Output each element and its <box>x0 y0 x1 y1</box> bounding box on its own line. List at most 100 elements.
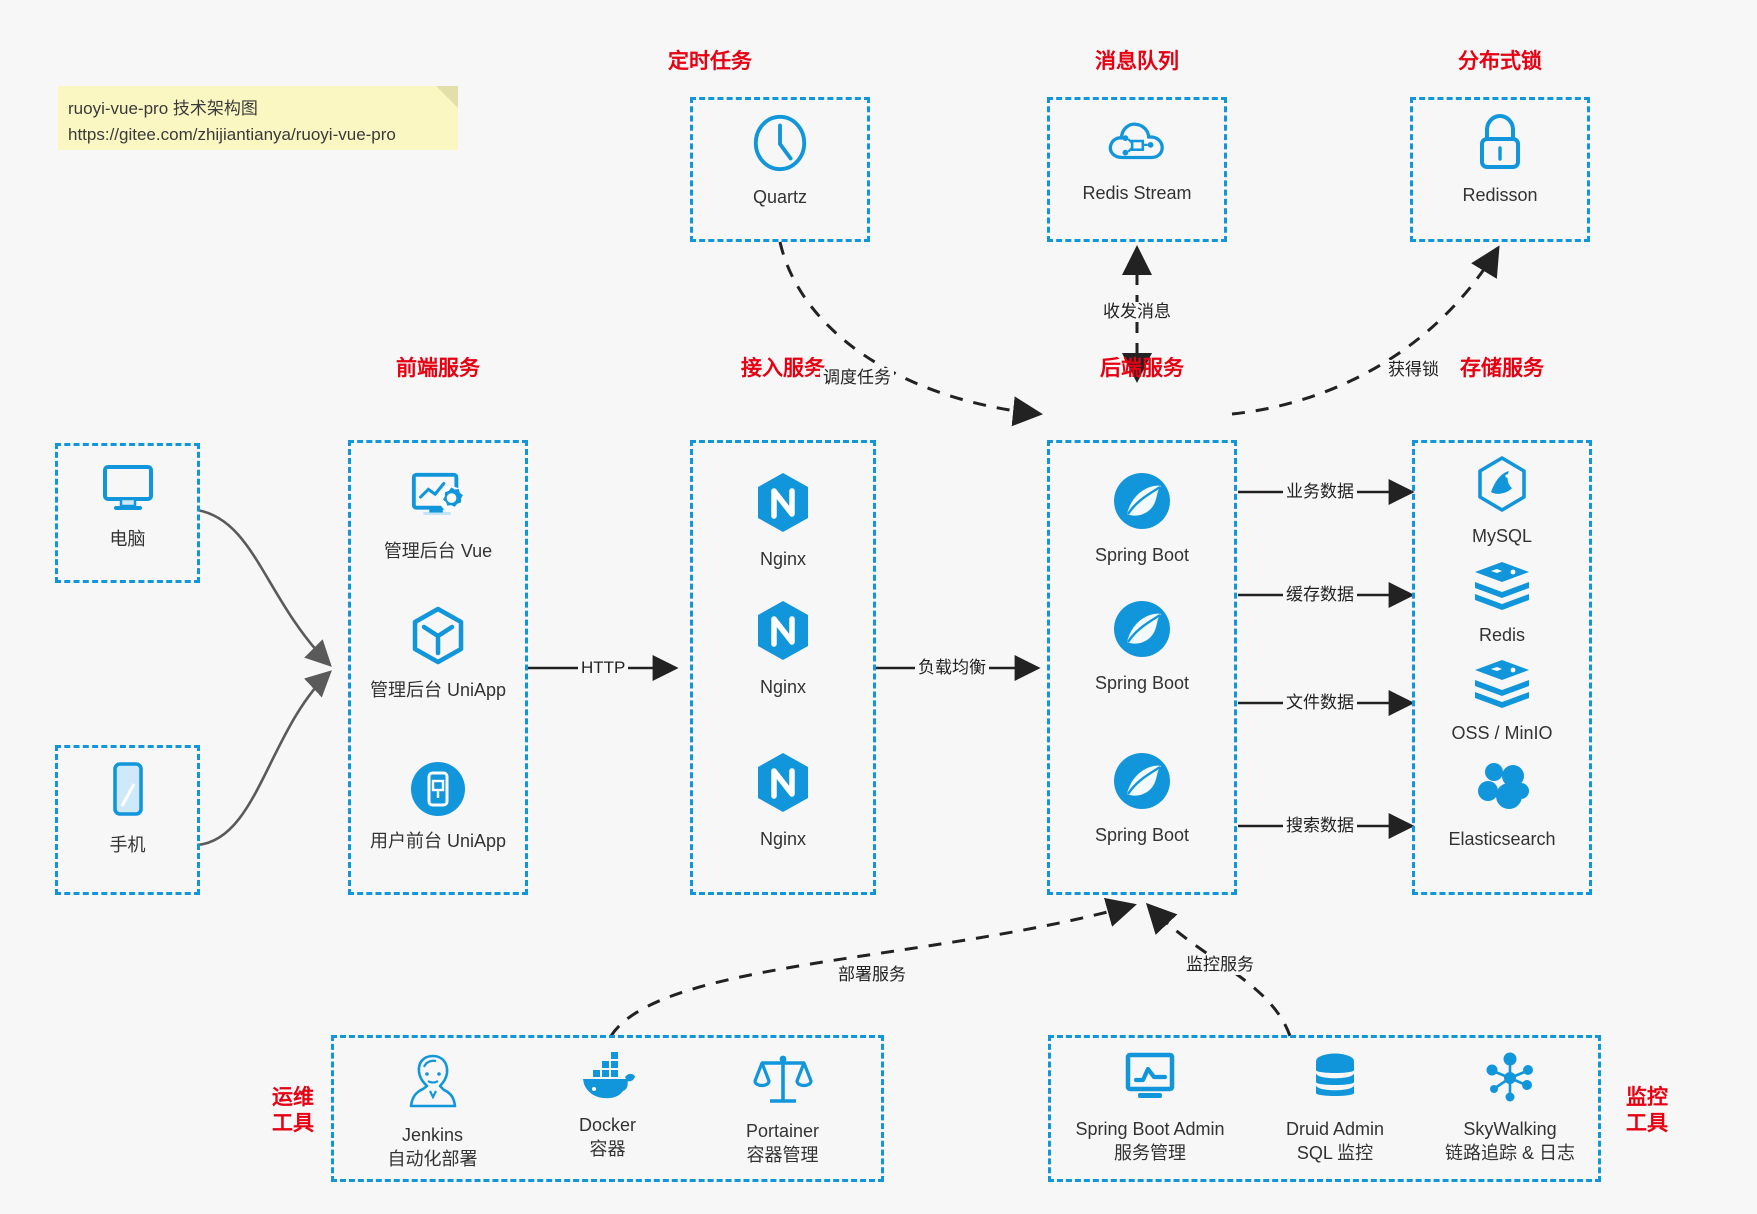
node-mobile[interactable]: 手机 <box>55 760 200 857</box>
group-title-scheduler: 定时任务 <box>668 50 752 73</box>
node-label-user-uniapp: 用户前台 UniApp <box>369 831 507 851</box>
edge-label-send-receive-message: 收发消息 <box>1100 302 1174 322</box>
node-label-spring-boot-2: Spring Boot <box>1094 673 1190 693</box>
edge-label-schedule-task: 调度任务 <box>820 368 894 388</box>
node-sublabel-druid-admin: SQL 监控 <box>1296 1143 1374 1163</box>
node-nginx-2[interactable]: Nginx <box>690 598 876 699</box>
group-title-storage: 存储服务 <box>1460 357 1544 380</box>
node-redis-stream[interactable]: Redis Stream <box>1047 112 1227 205</box>
node-jenkins[interactable]: Jenkins 自动化部署 <box>345 1050 520 1171</box>
node-user-uniapp[interactable]: 用户前台 UniApp <box>348 760 528 853</box>
oss-minio-icon <box>1412 658 1592 715</box>
spring-boot-icon <box>1047 470 1237 537</box>
node-admin-uniapp[interactable]: 管理后台 UniApp <box>348 605 528 702</box>
node-redis[interactable]: Redis <box>1412 560 1592 647</box>
node-nginx-1[interactable]: Nginx <box>690 470 876 571</box>
node-label-mobile: 手机 <box>109 835 146 855</box>
group-title-monitor-line2: 工具 <box>1626 1112 1668 1135</box>
group-title-frontend: 前端服务 <box>396 357 480 380</box>
group-box-frontend <box>348 440 528 895</box>
node-label-portainer: Portainer <box>745 1121 820 1141</box>
mysql-icon <box>1412 455 1592 518</box>
node-skywalking[interactable]: SkyWalking 链路追踪 & 日志 <box>1420 1050 1600 1165</box>
node-sublabel-portainer: 容器管理 <box>746 1145 819 1165</box>
docker-icon <box>520 1050 695 1107</box>
group-box-mq <box>1047 97 1227 242</box>
node-label-nginx-1: Nginx <box>759 549 807 569</box>
elasticsearch-icon <box>1412 760 1592 821</box>
node-label-admin-uniapp: 管理后台 UniApp <box>369 680 507 700</box>
node-spring-boot-1[interactable]: Spring Boot <box>1047 470 1237 567</box>
group-title-devops: 运维 工具 <box>258 1085 328 1137</box>
edge-quartz-to-backend <box>778 241 1043 427</box>
group-box-storage <box>1412 440 1592 895</box>
cube-uniapp-icon <box>348 605 528 672</box>
edge-label-cache-data: 缓存数据 <box>1283 585 1357 605</box>
node-desktop[interactable]: 电脑 <box>55 460 200 551</box>
node-portainer[interactable]: Portainer 容器管理 <box>695 1050 870 1167</box>
edge-label-deploy-service: 部署服务 <box>835 965 909 985</box>
node-spring-boot-admin[interactable]: Spring Boot Admin 服务管理 <box>1055 1050 1245 1165</box>
node-label-admin-vue: 管理后台 Vue <box>383 541 493 561</box>
mobile-icon <box>55 760 200 827</box>
node-admin-vue[interactable]: 管理后台 Vue <box>348 470 528 563</box>
group-title-mq: 消息队列 <box>1095 50 1179 73</box>
jenkins-icon <box>345 1050 520 1117</box>
node-label-jenkins: Jenkins <box>401 1125 464 1145</box>
group-box-backend <box>1047 440 1237 895</box>
node-label-docker: Docker <box>578 1115 636 1135</box>
group-title-backend: 后端服务 <box>1100 357 1184 380</box>
group-title-devops-line2: 工具 <box>272 1112 314 1135</box>
edge-mobile-to-frontend <box>196 670 332 847</box>
group-box-devops <box>331 1035 884 1182</box>
node-label-spring-boot-1: Spring Boot <box>1094 545 1190 565</box>
node-label-nginx-2: Nginx <box>759 677 807 697</box>
group-box-lock <box>1410 97 1590 242</box>
cloud-stream-icon <box>1047 112 1227 175</box>
group-title-monitor-line1: 监控 <box>1626 1086 1668 1109</box>
node-label-redis-stream: Redis Stream <box>1082 183 1192 203</box>
group-box-desktop <box>55 443 200 583</box>
node-label-spring-boot-3: Spring Boot <box>1094 825 1190 845</box>
spring-boot-icon <box>1047 750 1237 817</box>
node-label-mysql: MySQL <box>1471 526 1532 546</box>
node-redisson[interactable]: Redisson <box>1410 112 1590 207</box>
edge-label-file-data: 文件数据 <box>1283 693 1357 713</box>
edge-backend-to-lock <box>1231 245 1500 416</box>
node-label-oss-minio: OSS / MinIO <box>1451 723 1553 743</box>
desktop-icon <box>55 460 200 521</box>
group-title-devops-line1: 运维 <box>272 1086 314 1109</box>
nginx-icon <box>690 598 876 669</box>
note-title: ruoyi-vue-pro 技术架构图 <box>68 99 258 118</box>
database-icon <box>1250 1050 1420 1111</box>
portainer-icon <box>695 1050 870 1113</box>
group-title-lock: 分布式锁 <box>1458 50 1542 73</box>
clock-icon <box>690 112 870 179</box>
group-box-mobile <box>55 745 200 895</box>
node-label-elasticsearch: Elasticsearch <box>1448 829 1556 849</box>
node-elasticsearch[interactable]: Elasticsearch <box>1412 760 1592 851</box>
lock-icon <box>1410 112 1590 177</box>
spring-boot-icon <box>1047 598 1237 665</box>
edge-label-monitor-service: 监控服务 <box>1183 955 1257 975</box>
node-quartz[interactable]: Quartz <box>690 112 870 209</box>
mobile-app-icon <box>348 760 528 823</box>
redis-icon <box>1412 560 1592 617</box>
nginx-icon <box>690 470 876 541</box>
node-mysql[interactable]: MySQL <box>1412 455 1592 548</box>
edge-label-acquire-lock: 获得锁 <box>1385 360 1442 380</box>
node-nginx-3[interactable]: Nginx <box>690 750 876 851</box>
node-label-nginx-3: Nginx <box>759 829 807 849</box>
node-label-druid-admin: Druid Admin <box>1285 1119 1385 1139</box>
node-docker[interactable]: Docker 容器 <box>520 1050 695 1161</box>
node-spring-boot-2[interactable]: Spring Boot <box>1047 598 1237 695</box>
edge-desktop-to-frontend <box>196 508 332 667</box>
nginx-icon <box>690 750 876 821</box>
node-sublabel-skywalking: 链路追踪 & 日志 <box>1444 1143 1575 1163</box>
node-druid-admin[interactable]: Druid Admin SQL 监控 <box>1250 1050 1420 1165</box>
group-box-monitor <box>1048 1035 1601 1182</box>
node-oss-minio[interactable]: OSS / MinIO <box>1412 658 1592 745</box>
node-spring-boot-3[interactable]: Spring Boot <box>1047 750 1237 847</box>
node-label-quartz: Quartz <box>752 187 808 207</box>
